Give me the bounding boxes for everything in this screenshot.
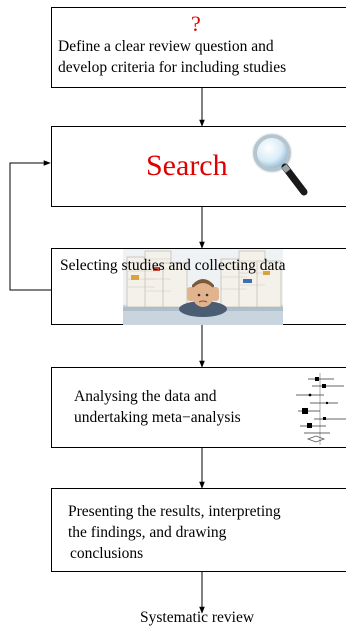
select-step-label: Selecting studies and collecting data (60, 257, 286, 274)
define-step-box: ? Define a clear review question and dev… (51, 7, 346, 88)
define-step-line1: Define a clear review question and (58, 38, 274, 55)
paper-stacks-image (123, 249, 283, 325)
question-mark-icon: ? (191, 11, 201, 36)
analyse-step-line2: undertaking meta−analysis (74, 409, 241, 426)
output-label: Systematic review (140, 609, 255, 626)
forest-plot-icon (296, 373, 346, 445)
present-step-box: Presenting the results, interpreting the… (51, 488, 346, 572)
select-step-box: Selecting studies and collecting data (51, 248, 346, 325)
magnifier-icon (251, 132, 308, 196)
analyse-step-box: Analysing the data and undertaking meta−… (51, 367, 346, 448)
present-step-line1: Presenting the results, interpreting (68, 503, 281, 520)
present-step-line3: conclusions (70, 545, 144, 562)
search-step-label: Search (146, 149, 228, 182)
present-step-line2: the findings, and drawing (68, 524, 227, 541)
define-step-line2: develop criteria for including studies (58, 59, 287, 76)
analyse-step-line1: Analysing the data and (74, 388, 217, 405)
search-step-box: Search (51, 126, 346, 207)
feedback-loop-arrow (9, 160, 51, 291)
